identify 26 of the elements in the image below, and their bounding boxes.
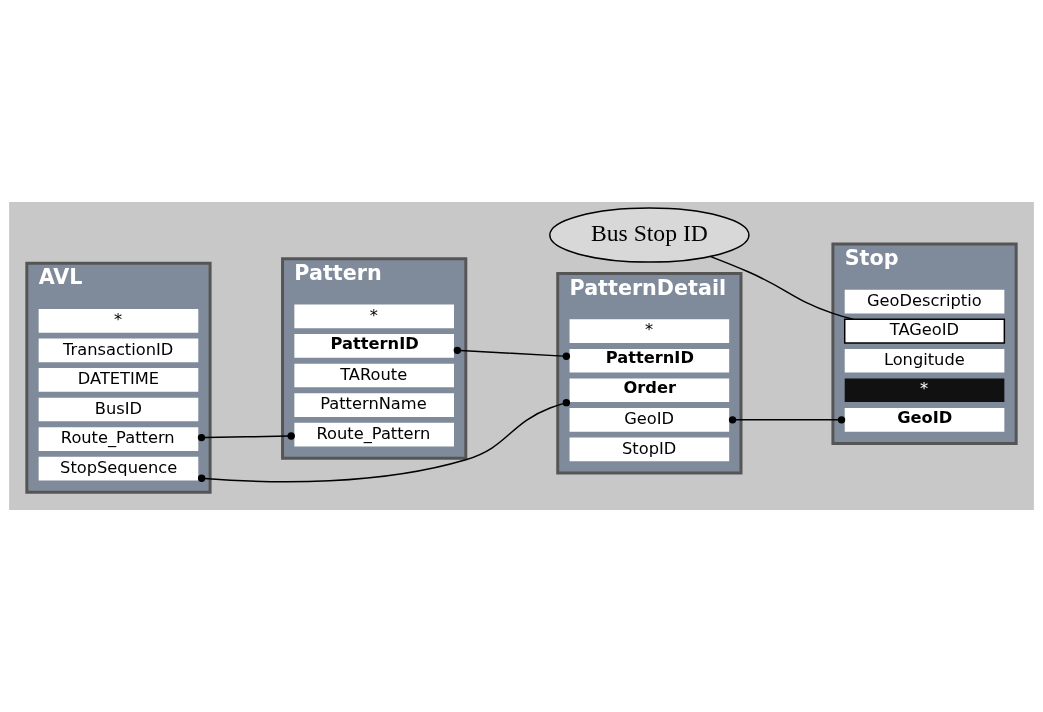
node-box: Route_Pattern	[38, 427, 199, 451]
connector	[197, 432, 295, 442]
node-box: *	[294, 304, 454, 329]
node-box: GeoID	[844, 408, 1005, 432]
node-box: TAGeoID	[844, 318, 1006, 344]
node-box: *	[844, 378, 1005, 403]
node-box: PatternID	[569, 348, 730, 373]
node-box: StopSequence	[38, 456, 199, 481]
node-box: StopID	[569, 437, 730, 462]
connector	[197, 399, 571, 483]
node-box: PatternName	[294, 393, 454, 417]
node-box: GeoDescriptio	[844, 289, 1005, 314]
connector	[728, 416, 846, 424]
node-box: *	[38, 309, 199, 333]
node-box: TARoute	[294, 363, 454, 388]
node-box: *	[569, 319, 730, 343]
node-box: PatternID	[294, 334, 454, 358]
node-box: Order	[569, 378, 730, 403]
node-box: DATETIME	[38, 368, 199, 392]
node-box: Longitude	[844, 348, 1005, 373]
node-ellipse: Bus Stop ID	[549, 207, 750, 263]
connector	[453, 346, 571, 360]
node-box: BusID	[38, 397, 199, 422]
node-box: Route_Pattern	[294, 422, 454, 447]
node-box: TransactionID	[38, 338, 199, 363]
node-box: GeoID	[569, 408, 730, 432]
